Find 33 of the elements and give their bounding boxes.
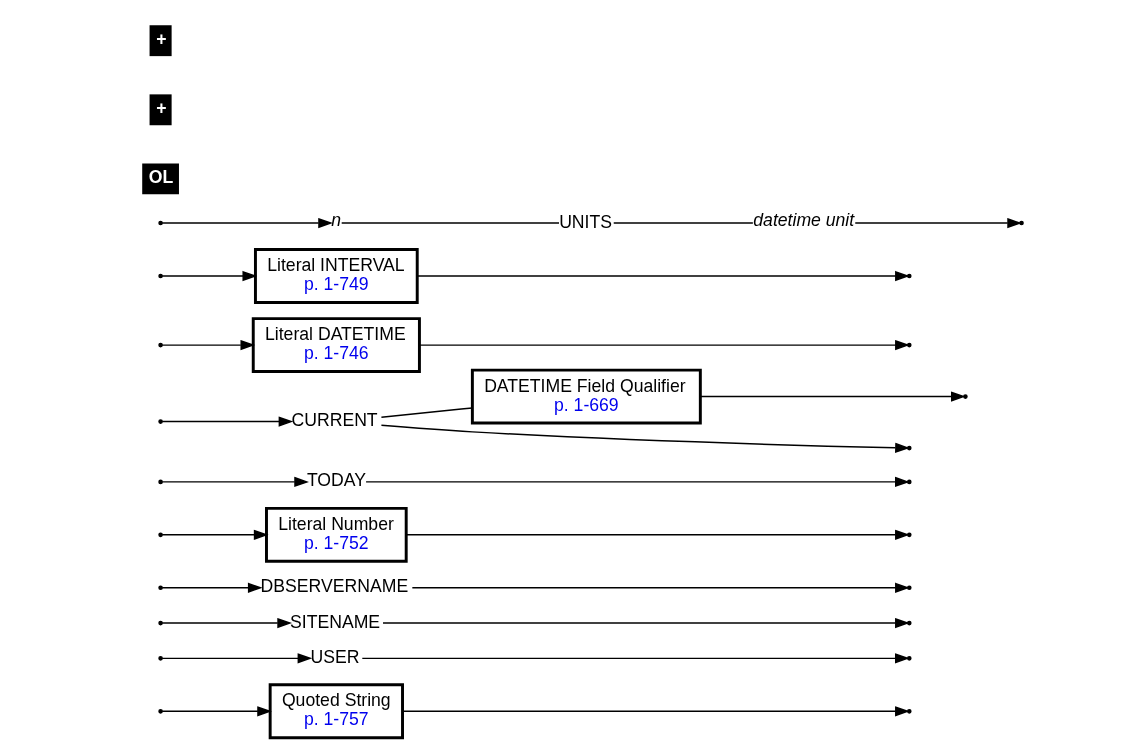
node-box: Literal Number p. 1-752 (264, 506, 408, 563)
node-text: TODAY (306, 470, 366, 491)
arrow (160, 270, 257, 282)
arrow (160, 617, 292, 629)
arrow (160, 706, 272, 717)
connector (340, 222, 560, 224)
arrow (401, 706, 910, 717)
arrow (416, 270, 910, 282)
arrow (160, 653, 312, 664)
node-text: DBSERVERNAME (260, 576, 408, 597)
node-text: CURRENT (290, 410, 378, 431)
arrow (160, 582, 263, 593)
connector (612, 222, 754, 224)
arrow (699, 391, 966, 402)
node-box: Quoted String p. 1-757 (268, 683, 404, 740)
node-text: UNITS (558, 211, 612, 232)
node-box: Literal INTERVAL p. 1-749 (253, 248, 419, 304)
arrow (160, 339, 255, 351)
node-text: datetime unit (752, 210, 854, 231)
node-text: USER (310, 646, 360, 667)
label: OL (148, 166, 173, 187)
arrow (160, 217, 333, 229)
node-box: Literal DATETIME p. 1-746 (251, 317, 421, 374)
node-box: DATETIME Field Qualifier p. 1-669 (470, 368, 702, 425)
connector (380, 407, 473, 418)
node-text: n (330, 210, 341, 231)
arrow (160, 416, 293, 427)
label: + (155, 28, 166, 49)
arrow (160, 476, 309, 488)
label: + (155, 97, 166, 118)
arrow (160, 529, 269, 540)
node-text: SITENAME (289, 611, 380, 632)
arrow (361, 653, 910, 664)
